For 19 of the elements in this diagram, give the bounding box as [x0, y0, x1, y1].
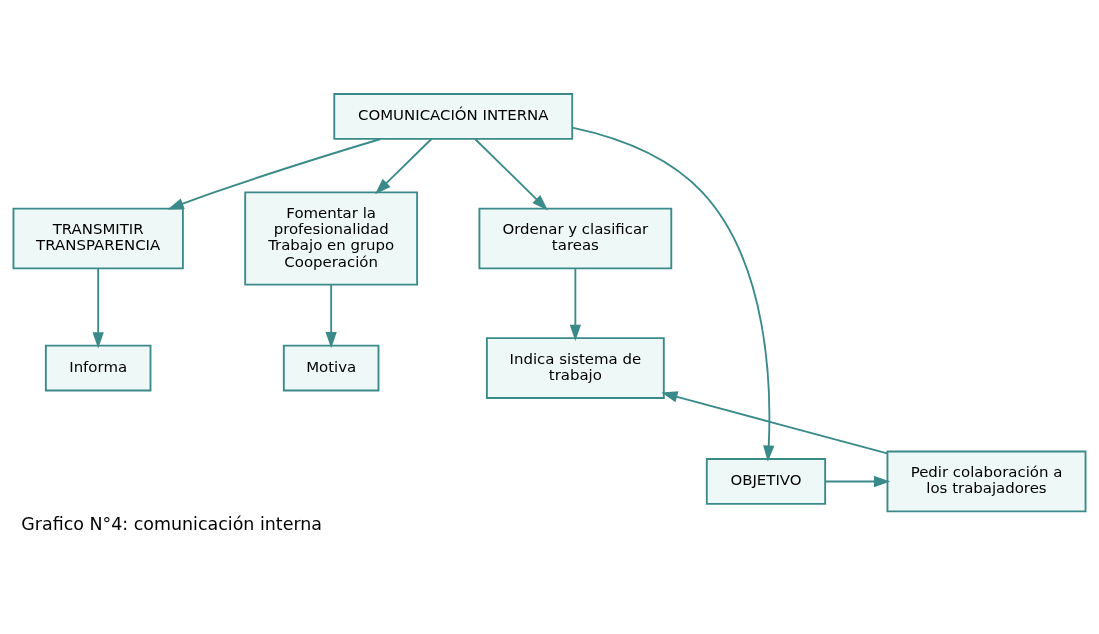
node-box: Indica sistema de trabajo [485, 337, 665, 399]
arrow [92, 267, 104, 349]
arrow [571, 126, 775, 462]
node-box: TRANSMITIR TRANSPARENCIA [12, 207, 184, 270]
node-box: Pedir colaboración a los trabajadores [886, 450, 1087, 513]
arrow [325, 284, 337, 349]
node-box: Ordenar y clasificar tareas [478, 207, 673, 270]
node-box: Informa [44, 344, 152, 392]
arrow [375, 138, 433, 195]
node-box: Motiva [282, 344, 380, 392]
arrow [661, 391, 889, 455]
node-box: COMUNICACIÓN INTERNA [333, 93, 574, 140]
arrow [824, 475, 891, 488]
arrow [569, 267, 582, 341]
caption: Grafico N°4: comunicación interna [21, 514, 323, 535]
arrow [167, 138, 382, 210]
arrow [474, 138, 548, 211]
node-box: Fomentar la profesionalidad Trabajo en grupo Cooperación [244, 191, 419, 286]
node-box: OBJETIVO [705, 458, 827, 505]
